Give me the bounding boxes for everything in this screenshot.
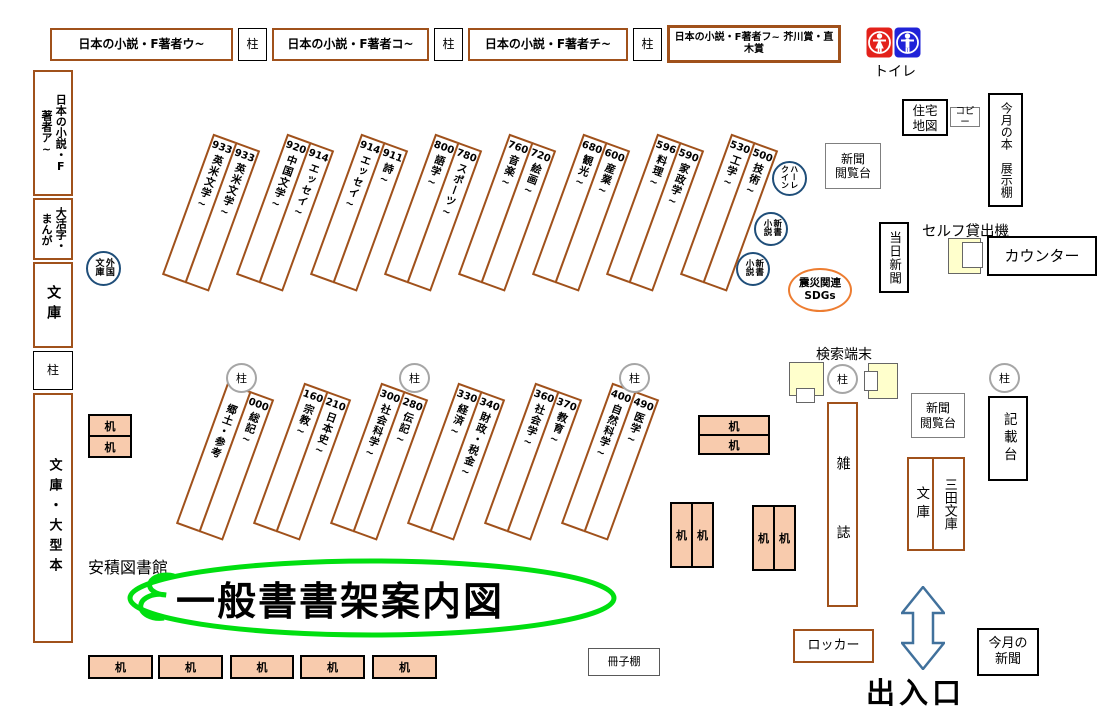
writing-desk-box: 記載台 bbox=[988, 396, 1028, 481]
machine-screen bbox=[796, 388, 815, 403]
shelf-subject-label: 産業~ bbox=[593, 161, 618, 200]
pillar-circle: 柱 bbox=[989, 363, 1020, 393]
todays-newspaper-box: 当日新聞 bbox=[879, 222, 909, 293]
pillar-box: 柱 bbox=[434, 28, 463, 61]
machine-body bbox=[868, 363, 898, 399]
sign-large-print-manga: 大活字・まんが bbox=[33, 198, 73, 260]
desk: 机 bbox=[230, 655, 294, 679]
search-terminal-label: 検索端末 bbox=[816, 347, 872, 363]
desk: 机 bbox=[752, 505, 775, 571]
shelf-subject-label: 絵画~ bbox=[519, 161, 544, 200]
sign-label: 大活字・まんが bbox=[40, 207, 68, 251]
sign-label: 日本の小説・F著者ア~ bbox=[40, 93, 68, 173]
new-books-novels-circle: 新書小説 bbox=[754, 212, 788, 246]
desk: 机 bbox=[372, 655, 437, 679]
locker-box: ロッカー bbox=[793, 629, 874, 663]
newspaper-reading-stand: 新聞 閲覧台 bbox=[911, 393, 965, 438]
search-terminal-icon bbox=[864, 363, 898, 399]
sign-japanese-novels-fu-awards: 日本の小説・F著者フ~ 芥川賞・直木賞 bbox=[667, 25, 841, 63]
monthly-newspaper-box: 今月の 新聞 bbox=[977, 628, 1039, 676]
magazines-label: 雑誌 bbox=[834, 455, 851, 594]
newspaper-stand-line: 閲覧台 bbox=[834, 166, 871, 180]
search-terminal-icon bbox=[789, 362, 824, 404]
machine-screen bbox=[962, 242, 983, 268]
newspaper-stand-line: 新聞 bbox=[925, 401, 950, 416]
sign-bunko: 文庫 bbox=[33, 262, 73, 348]
sign-label: 文庫・大型本 bbox=[46, 458, 62, 578]
mita-bunko-cell: 三田文庫 bbox=[931, 457, 965, 551]
newspaper-reading-stand: 新聞 閲覧台 bbox=[825, 143, 881, 189]
booklet-shelf-box: 冊子棚 bbox=[588, 648, 660, 676]
harlequin-label: ハーレクイン bbox=[780, 164, 799, 189]
sign-bunko-large-books: 文庫・大型本 bbox=[33, 393, 73, 643]
disaster-sdgs-oval: 震災関連 SDGs bbox=[788, 268, 852, 312]
shelf-subject-label: 詩~ bbox=[375, 161, 396, 189]
desk: 机 bbox=[300, 655, 365, 679]
bunko-label: 文庫 bbox=[913, 485, 930, 523]
desk: 机 bbox=[773, 505, 796, 571]
pillar-circle: 柱 bbox=[226, 363, 257, 393]
newspaper-stand-line: 新聞 bbox=[840, 151, 865, 166]
monthly-books-label: 今月の本 展示棚 bbox=[999, 102, 1014, 198]
desk: 机 bbox=[88, 435, 132, 458]
monthly-newspaper-line: 今月の bbox=[988, 636, 1028, 652]
copy-machine-box: コピー bbox=[950, 106, 980, 128]
shelf-subject-label: 総記~ bbox=[237, 410, 262, 449]
sign-japanese-novels-chi: 日本の小説・F著者チ~ bbox=[468, 28, 628, 61]
toilet-label: トイレ bbox=[874, 64, 916, 80]
new-books-novels-label: 新書小説 bbox=[762, 219, 782, 236]
sign-japanese-novels-a: 日本の小説・F著者ア~ bbox=[33, 70, 73, 196]
harlequin-circle: ハーレクイン bbox=[772, 161, 807, 196]
desk: 机 bbox=[691, 502, 714, 568]
machine-screen bbox=[864, 371, 878, 391]
pillar-box: 柱 bbox=[238, 28, 267, 61]
foreign-bunko-label: 外国文庫 bbox=[93, 257, 114, 276]
bunko-cell: 文庫 bbox=[907, 457, 934, 551]
magazines-shelf: 雑誌 bbox=[827, 402, 858, 607]
self-checkout-machine-icon bbox=[948, 236, 986, 277]
new-books-novels-circle: 新書小説 bbox=[736, 252, 770, 286]
sdgs-label: SDGs bbox=[804, 290, 836, 302]
shelf-subject-label: 伝記~ bbox=[391, 410, 416, 449]
desk: 机 bbox=[158, 655, 223, 679]
sign-label: 文庫 bbox=[45, 285, 62, 325]
pillar-box: 柱 bbox=[33, 351, 73, 390]
monthly-newspaper-line: 新聞 bbox=[994, 652, 1021, 667]
housing-map-line: 地図 bbox=[912, 117, 938, 133]
disaster-label: 震災関連 bbox=[799, 277, 841, 290]
new-books-novels-label: 新書小説 bbox=[744, 259, 764, 276]
sign-japanese-novels-ko: 日本の小説・F著者コ~ bbox=[272, 28, 429, 61]
map-title-label: 一般書書架案内図 bbox=[176, 580, 505, 625]
desk: 机 bbox=[698, 434, 770, 455]
pillar-circle: 柱 bbox=[827, 364, 858, 394]
entrance-label: 出入口 bbox=[866, 676, 966, 710]
todays-newspaper-label: 当日新聞 bbox=[887, 230, 903, 285]
title-cloud-decoration bbox=[127, 558, 617, 638]
housing-map-line: 住宅 bbox=[912, 102, 938, 118]
desk: 机 bbox=[670, 502, 693, 568]
entrance-arrow-icon bbox=[901, 586, 945, 670]
desk: 机 bbox=[88, 414, 132, 437]
mita-bunko-label: 三田文庫 bbox=[941, 478, 957, 530]
shelf-subject-label: 教育~ bbox=[545, 410, 570, 449]
sign-japanese-novels-u: 日本の小説・F著者ウ~ bbox=[50, 28, 233, 61]
foreign-bunko-circle: 外国文庫 bbox=[86, 251, 121, 286]
pillar-circle: 柱 bbox=[619, 363, 650, 393]
pillar-circle: 柱 bbox=[399, 363, 430, 393]
monthly-books-display-shelf: 今月の本 展示棚 bbox=[988, 93, 1023, 207]
desk: 机 bbox=[88, 655, 153, 679]
toilet-women-icon bbox=[866, 27, 893, 58]
toilet-men-icon bbox=[894, 27, 921, 58]
pillar-box: 柱 bbox=[633, 28, 662, 61]
counter-box: カウンター bbox=[987, 236, 1097, 276]
bunko-mita-bunko-shelf: 文庫 三田文庫 bbox=[907, 457, 965, 551]
housing-map-box: 住宅 地図 bbox=[902, 99, 948, 136]
shelf-subject-label: 医学~ bbox=[622, 410, 647, 449]
writing-desk-label: 記載台 bbox=[1000, 412, 1017, 465]
library-name-label: 安積図書館 bbox=[88, 558, 169, 577]
shelf-subject-label: 技術~ bbox=[741, 161, 766, 200]
newspaper-stand-line: 閲覧台 bbox=[919, 415, 956, 430]
desk: 机 bbox=[698, 415, 770, 436]
